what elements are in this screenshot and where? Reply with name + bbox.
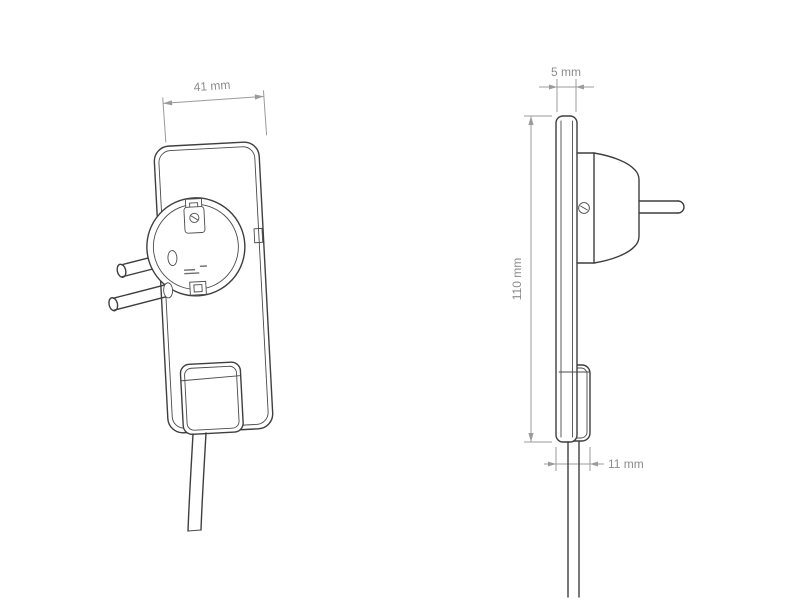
arrowhead-left	[163, 100, 173, 106]
side-height-dimension: 110 mm	[510, 115, 552, 443]
side-depth-dimension: 11 mm	[544, 447, 644, 471]
side-height-label: 110 mm	[510, 258, 524, 300]
cable-side	[567, 441, 580, 598]
pin-base	[167, 250, 178, 267]
cable-end	[187, 529, 202, 532]
contact-housing	[183, 206, 206, 234]
front-view: 41 mm	[108, 78, 274, 532]
boot-outer	[179, 361, 244, 435]
earth-clip-bottom-slot	[193, 284, 203, 293]
front-width-dimension: 41 mm	[162, 78, 268, 143]
boot-seam	[181, 375, 241, 382]
cable-boot-front	[179, 361, 244, 435]
extension-line	[262, 90, 268, 136]
arrowhead-right	[254, 94, 264, 100]
rivet	[189, 212, 200, 223]
rivet-slot	[190, 215, 198, 221]
dimension-line	[163, 95, 264, 104]
side-view: 5 mm 110 mm 11 mm	[510, 65, 685, 598]
plug-body-front	[108, 141, 274, 435]
side-latch	[253, 227, 264, 244]
side-depth-label: 11 mm	[608, 457, 644, 471]
screw-slot	[580, 205, 588, 211]
pin-side	[638, 200, 685, 214]
earth-clip-bottom	[189, 280, 207, 296]
extension-line	[162, 97, 167, 143]
side-thickness-dimension: 5 mm	[539, 65, 594, 112]
plug-head-side	[576, 152, 685, 264]
pin-tip	[116, 263, 127, 278]
cable-front	[187, 432, 207, 532]
screw	[578, 202, 590, 214]
plate-outer-edge	[555, 115, 578, 443]
boot-inner	[184, 365, 240, 431]
side-thickness-label: 5 mm	[551, 65, 581, 79]
pin-base	[163, 282, 174, 299]
rating-marks	[184, 265, 207, 275]
plug-body-side	[555, 115, 685, 443]
front-width-label: 41 mm	[193, 78, 231, 95]
socket-face	[146, 197, 246, 299]
pin-tip	[108, 297, 119, 312]
socket-rim	[146, 197, 246, 297]
